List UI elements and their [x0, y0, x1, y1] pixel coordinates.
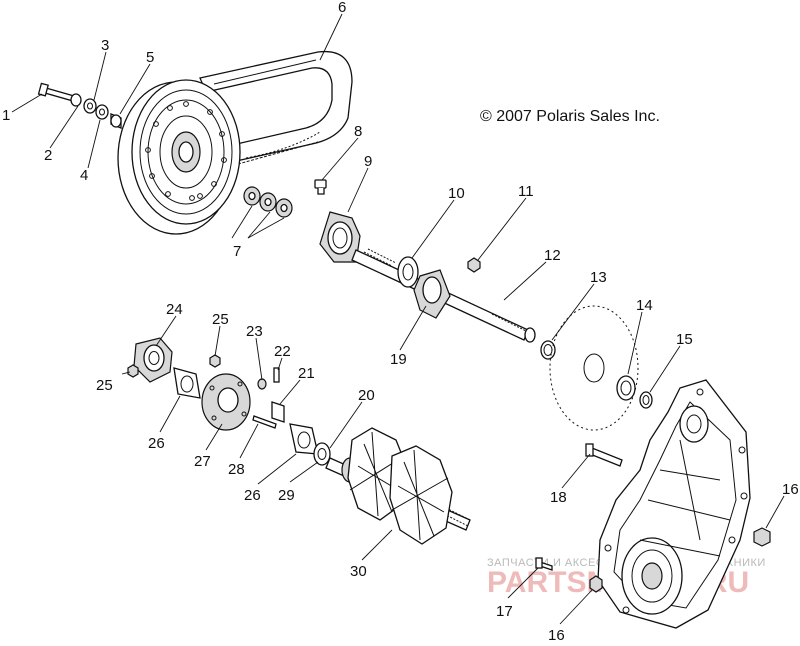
track-drive-shaft [325, 427, 471, 545]
driven-shaft [351, 248, 536, 343]
clutch-bolt-stack [37, 82, 122, 129]
sprocket-right [389, 445, 453, 545]
bearing-flange-9 [319, 211, 361, 263]
callout-27: 27 [194, 453, 211, 470]
callout-25-upper: 25 [212, 311, 229, 328]
gasket-26-lower [289, 423, 319, 455]
bolt-8 [314, 179, 327, 195]
bolt-17 [535, 557, 553, 571]
callout-7: 7 [233, 243, 241, 260]
snap-ring-13 [540, 340, 556, 360]
callout-26-lower: 26 [244, 487, 261, 504]
callout-16-lower: 16 [548, 627, 565, 644]
callout-25-lower: 25 [96, 377, 113, 394]
gasket-26-upper [173, 367, 201, 399]
callout-4: 4 [80, 167, 88, 184]
nut-25-lower [127, 364, 139, 378]
callout-15: 15 [676, 331, 693, 348]
callout-5: 5 [146, 49, 154, 66]
sleeve-21 [271, 401, 285, 423]
callout-26-upper: 26 [148, 435, 165, 452]
callout-28: 28 [228, 461, 245, 478]
bolt-23 [257, 378, 267, 390]
plate-27 [201, 373, 251, 431]
callout-3: 3 [101, 37, 109, 54]
callout-9: 9 [364, 153, 372, 170]
bearing-14 [616, 375, 636, 401]
bolt-18 [585, 443, 623, 467]
nut-11 [467, 257, 481, 273]
chaincase-housing [597, 379, 751, 629]
callout-20: 20 [358, 387, 375, 404]
callout-22: 22 [274, 343, 291, 360]
callout-11: 11 [518, 183, 534, 200]
pin-22 [273, 367, 280, 383]
shim-washers [243, 186, 293, 218]
callout-2: 2 [44, 147, 52, 164]
callout-30: 30 [350, 563, 367, 580]
copyright-notice: © 2007 Polaris Sales Inc. [480, 108, 660, 125]
callout-29: 29 [278, 487, 295, 504]
pin-28 [252, 415, 277, 429]
snap-ring-15 [639, 391, 653, 409]
callout-18: 18 [550, 489, 567, 506]
callout-10: 10 [448, 185, 465, 202]
callout-23: 23 [246, 323, 263, 340]
brake-disc [549, 305, 639, 431]
callout-24: 24 [166, 301, 183, 318]
callout-8: 8 [354, 123, 362, 140]
callout-16-upper: 16 [782, 481, 799, 498]
callout-12: 12 [544, 247, 561, 264]
callout-19: 19 [390, 351, 407, 368]
bearing-29 [313, 442, 331, 466]
bearing-housing-24 [133, 337, 173, 383]
callout-21: 21 [298, 365, 315, 382]
drive-clutch-pulley [117, 79, 241, 235]
callout-13: 13 [590, 269, 607, 286]
callout-6: 6 [338, 0, 346, 16]
leader-lines [11, 13, 785, 625]
callout-1: 1 [2, 107, 10, 124]
callout-17: 17 [496, 603, 513, 620]
nut-16-upper [753, 527, 771, 547]
nut-25-upper [209, 354, 221, 368]
nut-16-lower [589, 575, 603, 593]
callout-14: 14 [636, 297, 653, 314]
